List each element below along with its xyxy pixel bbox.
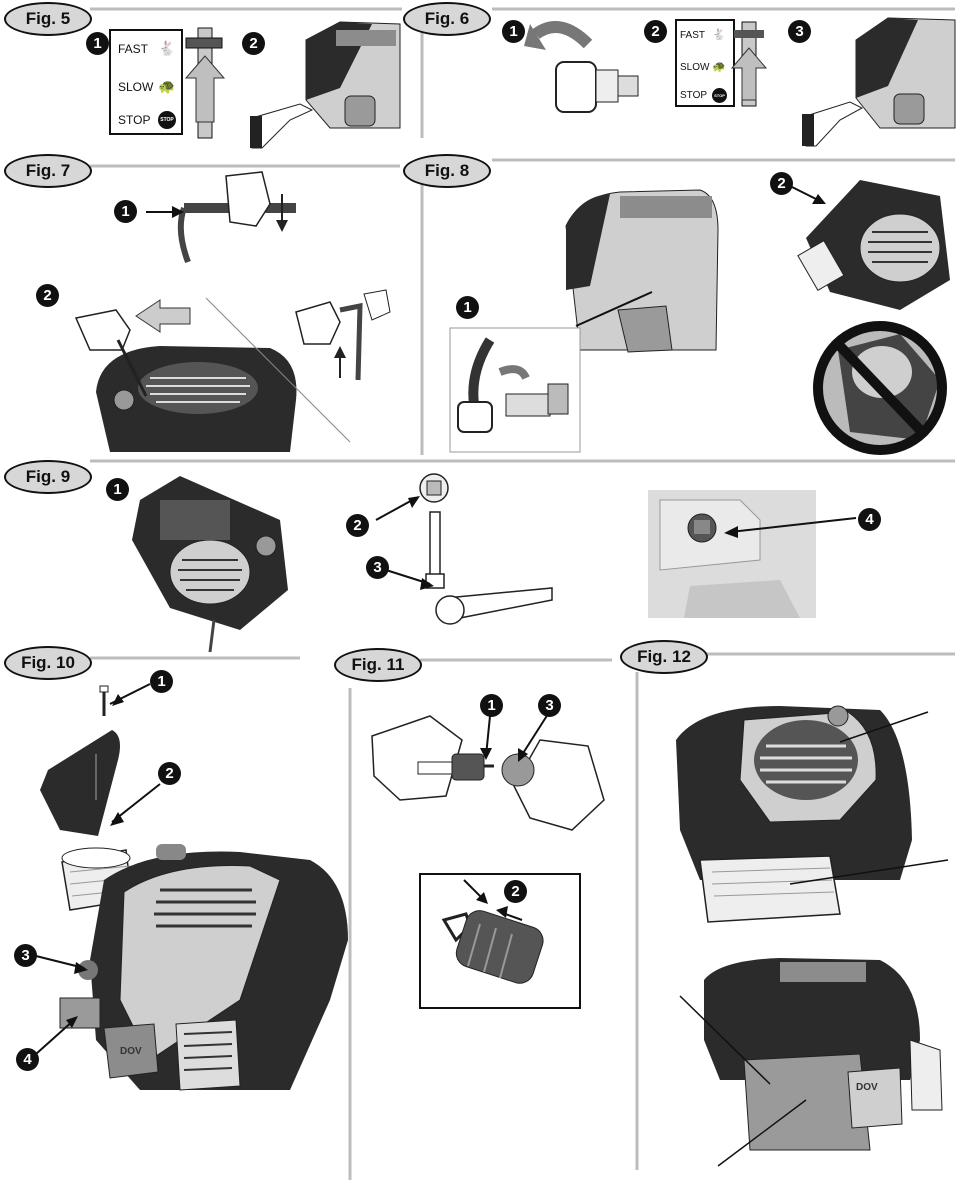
callout-1: 1 [502,20,525,43]
callout-4: 4 [858,508,881,531]
fig12-tag: Fig. 12 [620,640,708,674]
callout-1: 1 [456,296,479,319]
throttle-stop-label: STOP [118,113,151,127]
throttle-slow-label: SLOW [118,80,154,94]
callout-3: 3 [14,944,37,967]
fig5-tag: Fig. 5 [4,2,92,36]
turtle-icon: 🐢 [712,61,726,73]
throttle-slow-label: SLOW [680,62,710,73]
callout-2: 2 [770,172,793,195]
rabbit-icon: 🐇 [712,29,726,41]
turtle-icon: 🐢 [158,78,176,94]
callout-2: 2 [158,762,181,785]
stop-sign-icon: STOP [158,111,176,129]
rabbit-icon: 🐇 [158,40,176,56]
callout-1: 1 [480,694,503,717]
fig11-tag: Fig. 11 [334,648,422,682]
fig10-tag: Fig. 10 [4,646,92,680]
callout-2: 2 [242,32,265,55]
callout-2: 2 [346,514,369,537]
callout-1: 1 [106,478,129,501]
callout-2: 2 [504,880,527,903]
throttle-fast-label: FAST [118,42,149,56]
callout-4: 4 [16,1048,39,1071]
engine-mark: DOV [120,1046,142,1057]
stop-sign-icon: STOP [712,88,727,103]
callout-3: 3 [538,694,561,717]
engine-mark: DOV [856,1082,878,1093]
callout-2: 2 [644,20,667,43]
fig8-tag: Fig. 8 [403,154,491,188]
callout-3: 3 [788,20,811,43]
callout-1: 1 [86,32,109,55]
callout-2: 2 [36,284,59,307]
fig6-tag: Fig. 6 [403,2,491,36]
throttle-stop-label: STOP [680,90,708,101]
fig9-tag: Fig. 9 [4,460,92,494]
fig7-tag: Fig. 7 [4,154,92,188]
callout-1: 1 [114,200,137,223]
throttle-fast-label: FAST [680,30,706,41]
callout-1: 1 [150,670,173,693]
callout-3: 3 [366,556,389,579]
